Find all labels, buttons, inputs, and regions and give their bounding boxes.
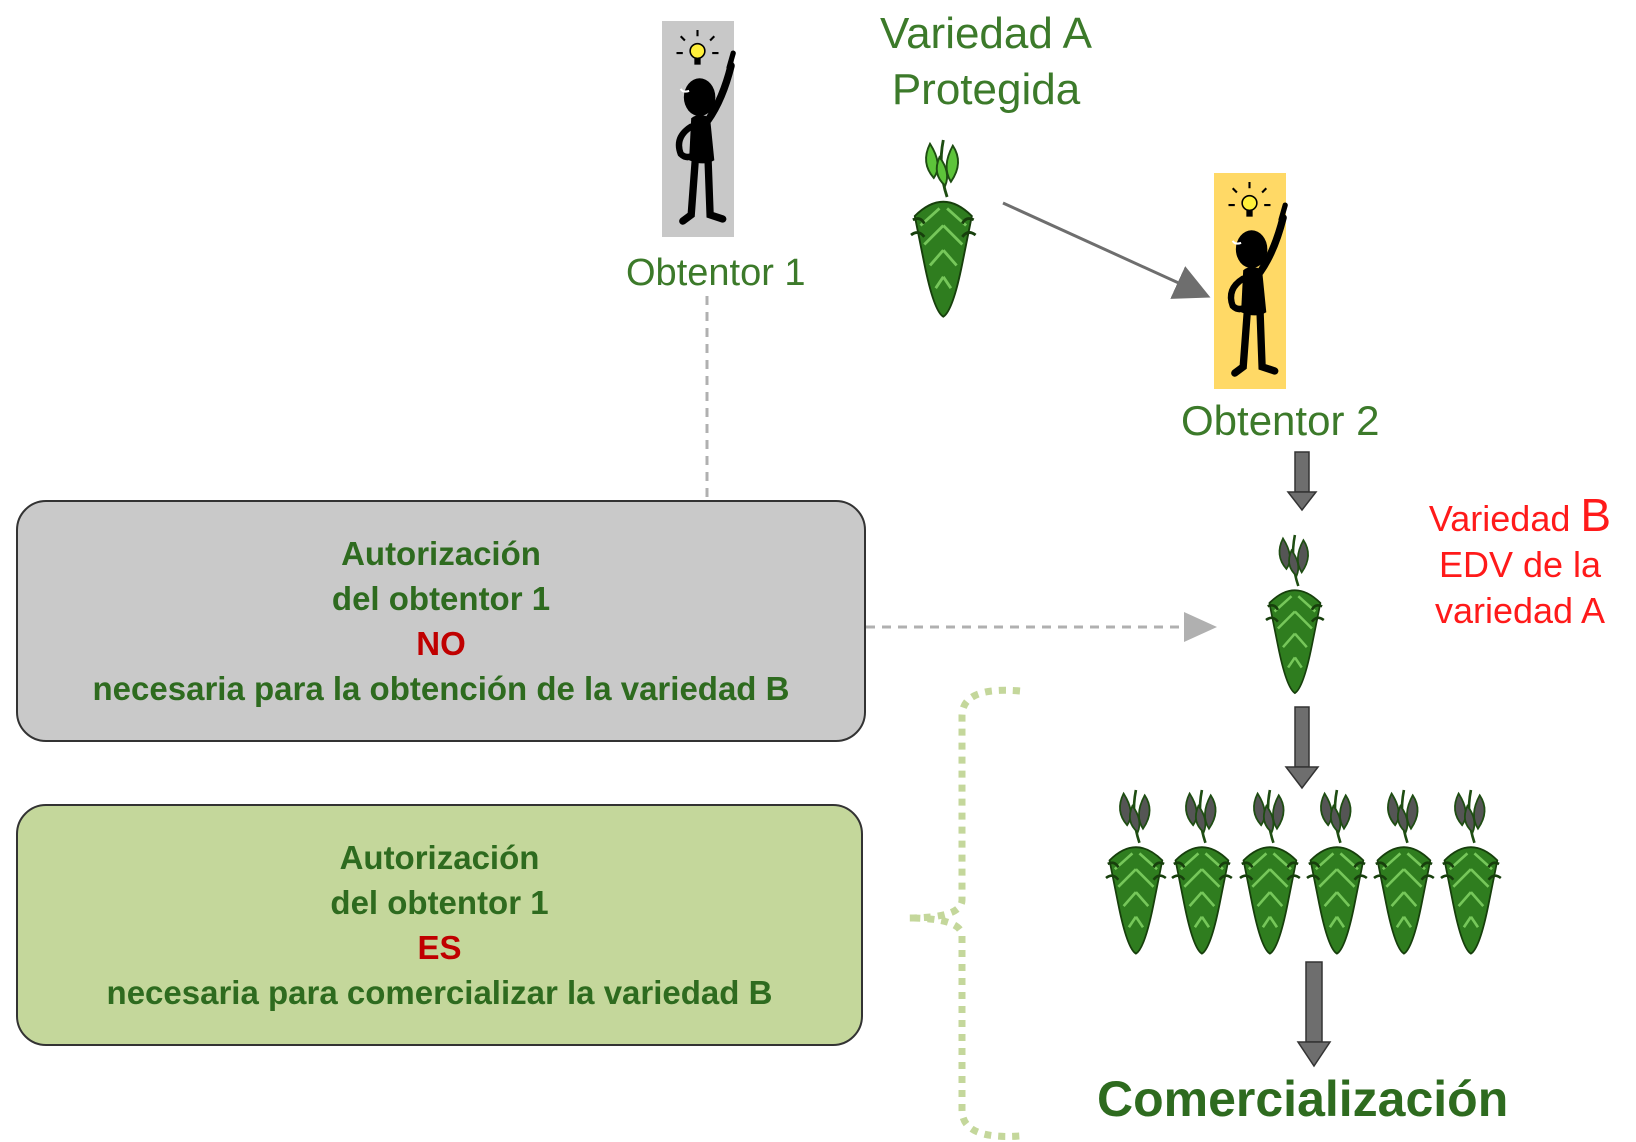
- variety-b-edv-label: Variedad B EDV de la variedad A: [1404, 492, 1636, 634]
- variety-b-title: Variedad B: [1404, 492, 1636, 542]
- variety-a-plant: [909, 138, 978, 319]
- block-arrow-to-commercialization: [1296, 961, 1332, 1068]
- box-no-line-1: Autorización: [341, 535, 541, 572]
- breeder-1-label: Obtentor 1: [626, 252, 806, 294]
- block-arrow-breeder-2-to-variety-b: [1286, 451, 1318, 512]
- box-es-line-1: Autorización: [339, 839, 540, 876]
- block-arrow-variety-b-to-multiplication: [1284, 706, 1320, 790]
- authorization-not-required-box: Autorización del obtentor 1 NO necesaria…: [16, 500, 866, 742]
- variety-b-plant: [1264, 533, 1326, 695]
- variety-b-letter: B: [1580, 489, 1612, 541]
- box-no-line-2: del obtentor 1: [331, 580, 551, 617]
- box-no-keyword: NO: [416, 625, 466, 662]
- box-es-keyword: ES: [417, 929, 462, 966]
- breeder-1-figure: [662, 21, 734, 237]
- box-es-line-4: necesaria para comercializar la variedad…: [106, 974, 773, 1011]
- authorization-required-box: Autorización del obtentor 1 ES necesaria…: [16, 804, 863, 1046]
- breeder-2-label: Obtentor 2: [1181, 397, 1380, 444]
- variety-a-title-line-2: Protegida: [891, 65, 1081, 114]
- curly-bracket: [907, 686, 1021, 1140]
- edv-line-1: EDV de la: [1438, 544, 1602, 585]
- variety-b-plant-row: [1104, 788, 1503, 955]
- variety-b-word: Variedad: [1428, 498, 1571, 539]
- box-es-line-2: del obtentor 1: [330, 884, 549, 921]
- box-no-line-4: necesaria para la obtención de la varied…: [92, 670, 790, 707]
- arrow-variety-a-to-breeder-2: [1002, 201, 1211, 299]
- breeder-2-figure: [1214, 173, 1286, 389]
- variety-a-title-line-1: Variedad A: [879, 9, 1092, 58]
- commercialization-label: Comercialización: [1097, 1071, 1509, 1127]
- variety-a-title: Variedad A Protegida: [836, 6, 1136, 118]
- edv-line-2: variedad A: [1434, 590, 1606, 631]
